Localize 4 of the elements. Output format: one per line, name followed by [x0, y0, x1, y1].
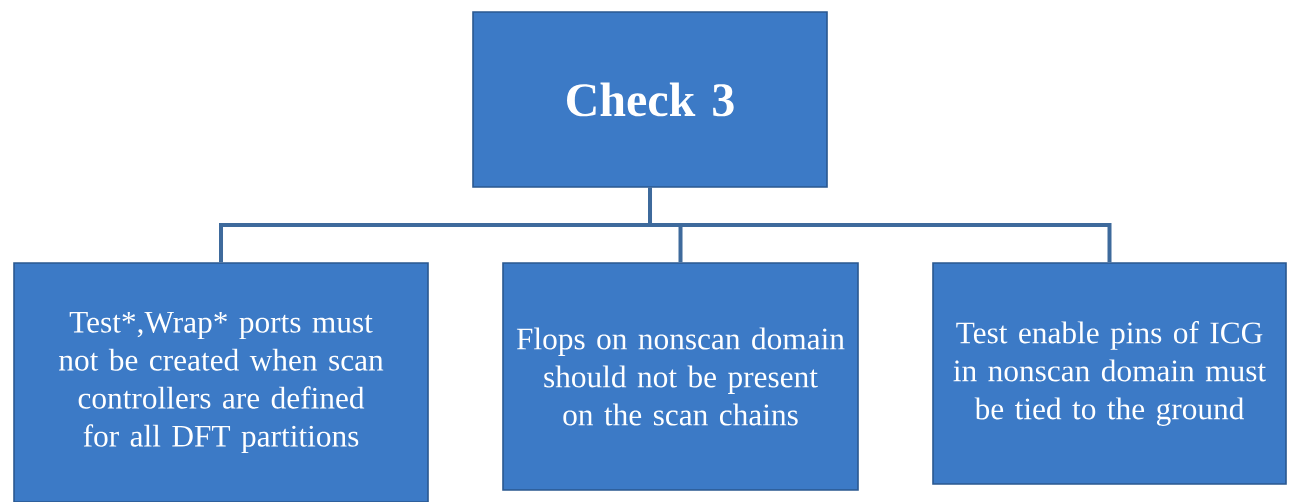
check-box: Test*,Wrap* ports must not be created when scan controllers are defined for all DFT partitions [13, 262, 429, 502]
check-box: Test enable pins of ICG in nonscan domain must be tied to the ground [932, 262, 1287, 485]
check-box: Flops on nonscan domain should not be present on the scan chains [502, 262, 859, 491]
title-box: Check 3 [472, 11, 828, 188]
